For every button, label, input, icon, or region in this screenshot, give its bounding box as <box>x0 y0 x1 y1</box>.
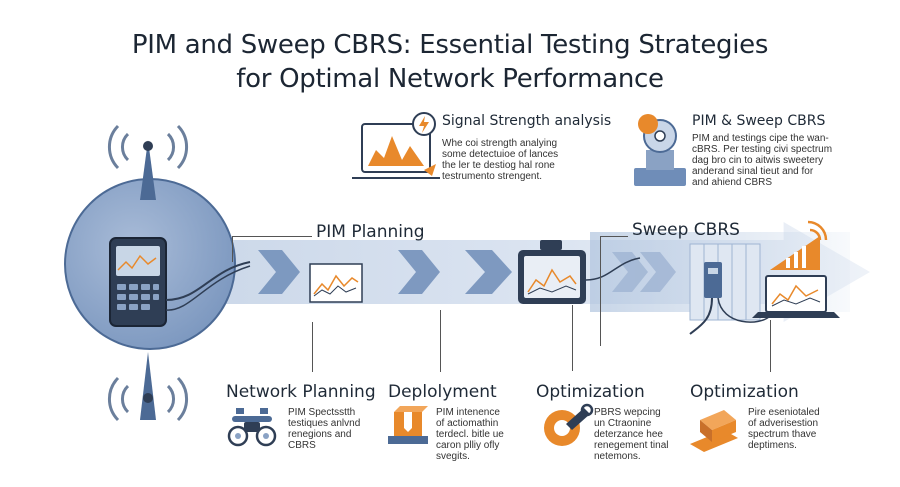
stage-title-network-planning: Network Planning <box>226 382 376 402</box>
stage-title-deployment: Deplolyment <box>388 382 497 402</box>
stage-title-optimization-1: Optimization <box>536 382 645 402</box>
chevron-4 <box>612 252 648 292</box>
signal-box-heading: Signal Strength analysis <box>442 113 612 129</box>
pim-planning-connector-v <box>232 236 233 262</box>
chevron-2 <box>398 250 440 294</box>
sweep-cbrs-label: Sweep CBRS <box>632 220 740 240</box>
pim-planning-label: PIM Planning <box>316 222 425 242</box>
pim-sweep-box-body: PIM and testings cipe the wan- cBRS. Per… <box>692 133 833 188</box>
title-line-2: for Optimal Network Performance <box>236 64 664 94</box>
stage-body-deployment: PIM intenence of actiomathin terdecl. bi… <box>436 407 504 462</box>
stage-connector-4 <box>770 320 771 372</box>
stage-connector-2 <box>440 310 441 372</box>
stage-title-optimization-2: Optimization <box>690 382 799 402</box>
page-title: PIM and Sweep CBRS: Essential Testing St… <box>0 28 900 96</box>
stage-body-optimization-2: Pire eseniotaled of adverisestion spectr… <box>748 407 820 451</box>
sweep-connector-v <box>600 236 601 346</box>
pim-planning-connector <box>232 236 312 237</box>
stage-body-network-planning: PIM Spectsstth testiques anlvnd renegion… <box>288 407 361 451</box>
stage-connector-1 <box>312 322 313 372</box>
signal-box-body: Whe coi strength analying some detectuio… <box>442 138 559 182</box>
sweep-connector <box>600 236 628 237</box>
chevron-5 <box>640 252 676 292</box>
stage-connector-3 <box>572 305 573 371</box>
pim-sweep-box-heading: PIM & Sweep CBRS <box>692 113 826 129</box>
title-line-1: PIM and Sweep CBRS: Essential Testing St… <box>131 30 769 60</box>
stage-body-optimization-1: PBRS wepcing un Ctraonine deterzance hee… <box>594 407 669 462</box>
chevron-3 <box>465 250 512 294</box>
chevron-1 <box>258 250 300 294</box>
